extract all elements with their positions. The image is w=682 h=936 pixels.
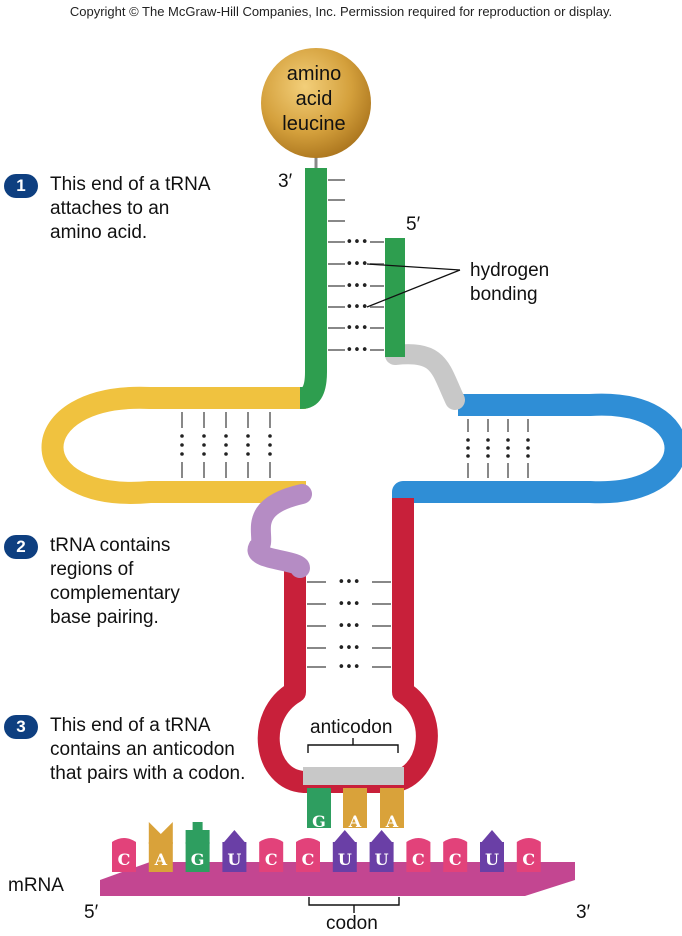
mrna-base-letter-1: C (118, 850, 131, 869)
svg-text:•••: ••• (337, 641, 360, 656)
anticodon-bracket (307, 738, 399, 753)
trna-3prime-label: 3′ (278, 171, 293, 192)
svg-text:•••: ••• (345, 300, 368, 315)
gray-linker (385, 344, 465, 410)
blue-arm-loop (392, 393, 682, 504)
step-1-badge: 1 (4, 174, 38, 198)
mrna-base-8: U (369, 830, 394, 872)
svg-text:•••: ••• (345, 343, 368, 358)
hydrogen-bonding-line-2: bonding (470, 284, 538, 305)
svg-text:•••: ••• (345, 257, 368, 272)
mrna-base-letter-8: U (375, 850, 389, 869)
step-1-line-1: This end of a tRNA (50, 174, 211, 195)
mrna-3prime-label: 3′ (576, 902, 591, 923)
step-2-line-1: tRNA contains (50, 535, 171, 556)
mrna-base-1: C (112, 838, 136, 872)
mrna-base-letter-7: U (338, 850, 352, 869)
mrna-base-10: C (443, 838, 468, 872)
hydrogen-dots-acceptor: ••• ••• ••• ••• ••• ••• (345, 235, 368, 358)
step-3-text: This end of a tRNA contains an anticodon… (50, 714, 245, 786)
anticodon-base-2 (343, 788, 367, 828)
mrna-base-letter-6: C (302, 850, 315, 869)
codon-bracket (308, 897, 400, 913)
hydrogen-dots-yellow (180, 434, 272, 456)
svg-text:•••: ••• (345, 235, 368, 250)
hydrogen-bonding-label: hydrogen bonding (470, 259, 549, 307)
hydrogen-dots-blue (466, 438, 530, 458)
mrna-5prime-label: 5′ (84, 902, 99, 923)
step-2-line-4: base pairing. (50, 607, 159, 628)
step-2-line-3: complementary (50, 583, 180, 604)
svg-text:•••: ••• (345, 279, 368, 294)
anticodon-label: anticodon (310, 717, 393, 738)
mrna-base-7: U (332, 830, 357, 872)
hydrogen-bonds-yellow (181, 412, 271, 478)
step-3-line-2: contains an anticodon (50, 739, 235, 760)
mrna-base-5: C (259, 838, 284, 872)
step-1-line-2: attaches to an (50, 198, 170, 219)
amino-acid-label: amino acid leucine (258, 62, 370, 137)
anticodon-letter-1: G (312, 812, 326, 831)
anticodon-letter-2: A (348, 812, 362, 831)
mrna-base-letter-4: U (227, 850, 241, 869)
mrna-base-letter-12: C (522, 850, 535, 869)
hydrogen-pointer-lines (366, 263, 461, 308)
step-2-text: tRNA contains regions of complementary b… (50, 534, 180, 630)
copyright-notice: Copyright © The McGraw-Hill Companies, I… (69, 4, 613, 19)
yellow-arm-loop (41, 386, 306, 504)
anticodon-base-3 (380, 788, 404, 828)
hydrogen-bonds-red (307, 581, 391, 668)
mrna-base-12: C (516, 838, 541, 872)
mrna-base-3: G (185, 822, 210, 872)
step-1-text: This end of a tRNA attaches to an amino … (50, 173, 211, 245)
svg-text:•••: ••• (337, 597, 360, 612)
hydrogen-dots-red: ••• ••• ••• ••• ••• (337, 575, 360, 675)
hydrogen-bonding-line-1: hydrogen (470, 260, 550, 281)
svg-text:•••: ••• (345, 321, 368, 336)
anticodon-base-1 (307, 788, 331, 828)
hydrogen-bonds-blue (467, 419, 529, 478)
codon-label: codon (326, 913, 378, 934)
mrna-base-6: C (296, 838, 320, 872)
amino-acid-line-2: acid (295, 88, 333, 110)
trna-5prime-label: 5′ (406, 214, 421, 235)
green-arm-3prime (299, 168, 327, 409)
mrna-base-letter-10: C (449, 850, 462, 869)
mrna-label: mRNA (8, 875, 64, 896)
mrna-base-letter-2: A (154, 850, 168, 869)
step-1-line-3: amino acid. (50, 222, 148, 243)
mrna-base-2: A (148, 822, 173, 872)
step-3-badge: 3 (4, 715, 38, 739)
amino-acid-sphere (261, 48, 371, 158)
amino-acid-line-1: amino (286, 63, 342, 85)
step-2-badge: 2 (4, 535, 38, 559)
purple-linker (247, 484, 312, 578)
anticodon-bases: G A A (307, 788, 404, 831)
amino-acid-line-3: leucine (282, 113, 346, 135)
step-3-line-1: This end of a tRNA (50, 715, 211, 736)
mrna-base-letter-9: C (412, 850, 425, 869)
mrna-base-letter-11: U (485, 850, 499, 869)
mrna-base-9: C (406, 838, 431, 872)
step-3-line-3: that pairs with a codon. (50, 763, 246, 784)
svg-text:•••: ••• (337, 575, 360, 590)
svg-text:•••: ••• (337, 660, 360, 675)
mrna-base-11: U (480, 830, 504, 872)
step-2-line-2: regions of (50, 559, 134, 580)
hydrogen-bonds-acceptor (328, 179, 384, 351)
mrna-base-letter-5: C (265, 850, 278, 869)
mrna-base-letter-3: G (191, 850, 205, 869)
anticodon-letter-3: A (385, 812, 399, 831)
mrna-base-4: U (222, 830, 247, 872)
svg-text:•••: ••• (337, 619, 360, 634)
